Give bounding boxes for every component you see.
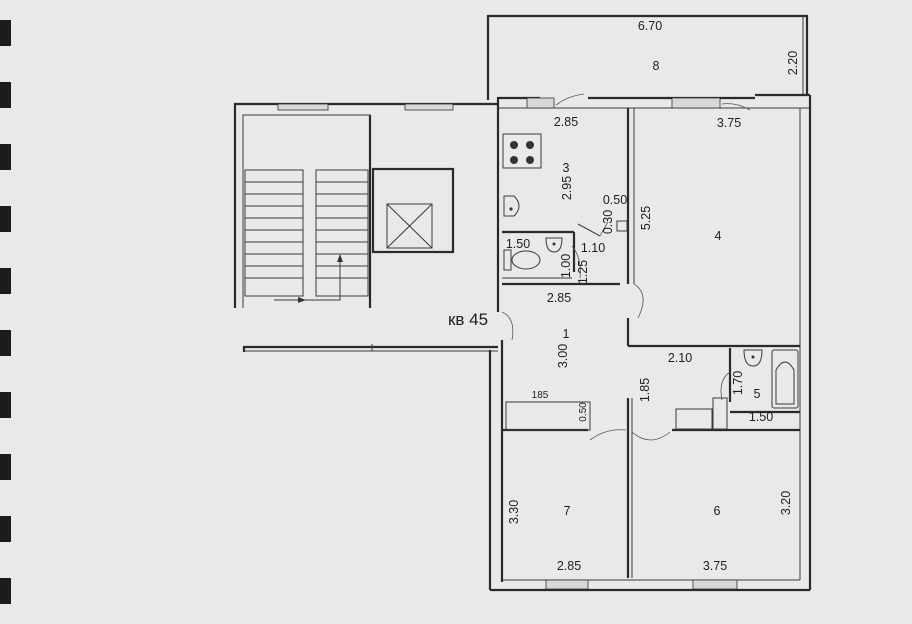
room-label-7: 7 [564,504,571,518]
kitchen-balcony-door-swing [555,93,585,106]
dim-room4-width: 3.75 [717,116,741,130]
stairwell [233,102,498,352]
apartment-walls [488,93,812,592]
kitchen-window [526,97,555,109]
elevator-shaft [371,167,455,254]
room-label-8: 8 [653,59,660,73]
dim-kitchen-depth: 2.95 [560,176,574,200]
apartment-label: кв 45 [448,310,488,329]
room4-door-swing [633,283,644,319]
room-label-3: 3 [563,161,570,175]
dim-hall-width: 2.85 [547,291,571,305]
stair-direction-arrow [274,258,341,301]
wc-door-swing [571,245,581,279]
room-label-5: 5 [754,387,761,401]
dim-hall-depth: 3.00 [556,344,570,368]
kitchen-sink-icon [503,195,520,217]
binding-mark [0,392,11,418]
binding-mark [0,330,11,356]
dim-corridor-depth: 1.85 [638,378,652,402]
toilet-icon [511,250,541,270]
room6-door-swing [631,431,671,441]
room4-window [671,97,721,109]
labels: 6.70 2.20 8 2.85 3 2.95 3.75 5.25 4 0.50… [448,19,800,573]
stair-window-1 [277,103,329,111]
binding-mark [0,82,11,108]
binding-mark [0,144,11,170]
landing-wall [242,345,498,352]
elevator-car [386,203,433,249]
dim-room4-depth: 5.25 [639,206,653,230]
dim-bath-depth: 1.70 [731,371,745,395]
room-label-4: 4 [715,229,722,243]
balcony-outline [486,14,809,100]
corridor-cabinet [675,408,713,430]
dim-balcony-width: 6.70 [638,19,662,33]
dim-room6-width: 3.75 [703,559,727,573]
room7-window [545,579,589,590]
wc-sink-icon [545,237,563,253]
room4-balcony-door-swing [721,103,751,111]
built-in-closet [505,401,591,431]
kitchen-top-wall-left [496,96,540,104]
stair-window-2 [404,103,454,111]
dim-closet-width: 185 [532,390,549,401]
dim-kitchen-width: 2.85 [554,115,578,129]
binding-mark [0,578,11,604]
dim-bath-width: 1.50 [749,410,773,424]
stair-arrow-head [337,254,343,262]
bathtub-icon [771,349,799,409]
dim-balcony-depth: 2.20 [786,51,800,75]
dim-wc-depth-b: 1.25 [576,260,590,284]
dim-room6-depth: 3.20 [779,491,793,515]
binding-marks [0,20,11,604]
room-label-1: 1 [563,327,570,341]
dim-wc-passage: 1.10 [581,241,605,255]
dim-corridor-width: 2.10 [668,351,692,365]
dim-closet-depth: 0.50 [578,402,589,422]
room-label-6: 6 [714,504,721,518]
dim-wall-gap-b: 0.30 [601,210,615,234]
dim-wc-depth-a: 1.00 [559,254,573,278]
balcony-room-8 [486,14,809,100]
bathroom-door-swing [720,371,731,401]
binding-mark [0,516,11,542]
entrance-door-swing [501,311,514,341]
room6-window [692,579,738,590]
dim-wall-gap-a: 0.50 [603,193,627,207]
bathroom-sink-icon [743,349,763,367]
vent-block [616,220,628,232]
binding-mark [0,206,11,232]
binding-mark [0,268,11,294]
fixtures [502,133,799,409]
binding-mark [0,20,11,46]
room7-door-swing [589,429,627,441]
stove-icon [502,133,542,169]
binding-mark [0,454,11,480]
dim-room7-depth: 3.30 [507,500,521,524]
dim-wc-width: 1.50 [506,237,530,251]
dim-room7-width: 2.85 [557,559,581,573]
kitchen-door-swing [577,223,601,237]
toilet-tank [503,249,512,271]
stair-arrow-head [298,297,306,303]
corridor-cabinet-small [712,397,728,430]
